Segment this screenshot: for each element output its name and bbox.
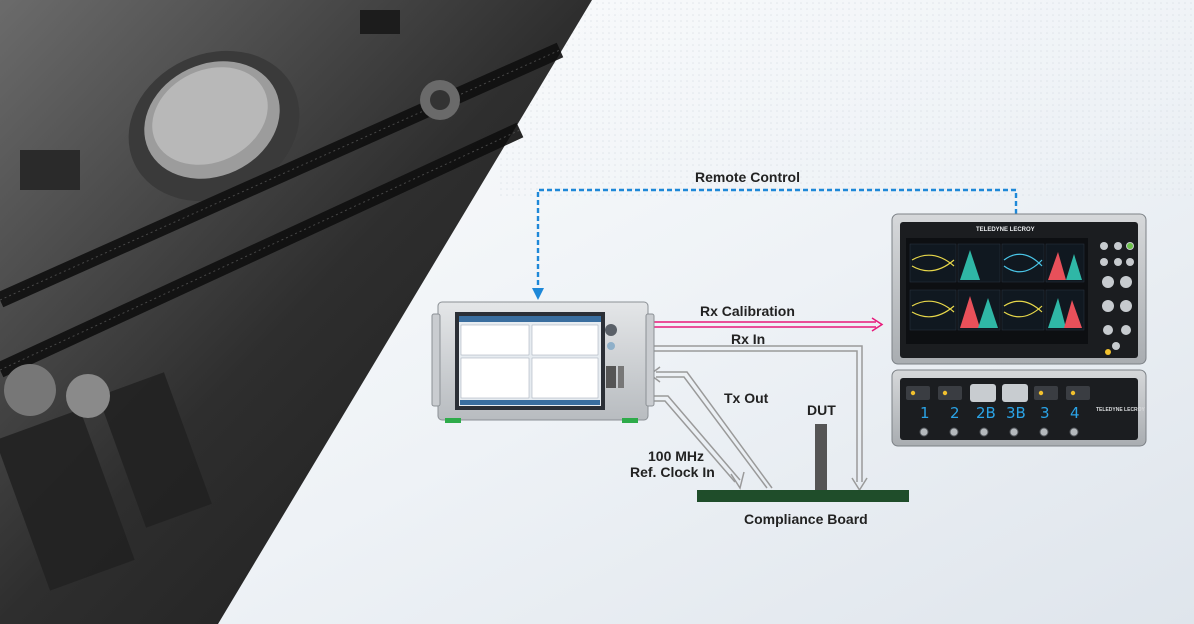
remote-control-label: Remote Control [695, 169, 800, 185]
channel-label: 2 [950, 404, 960, 422]
channel-label: 3B [1006, 404, 1026, 422]
rx-calibration-line [648, 317, 884, 332]
compliance-board [697, 490, 909, 502]
channel-label: 2B [976, 404, 996, 422]
pcb-photo-background [0, 0, 592, 624]
test-instrument [431, 301, 655, 423]
scope-brand-logo: TELEDYNE LECROY [976, 227, 1035, 233]
ref-clock-label-line1: 100 MHz [648, 448, 705, 464]
ref-clock-label-line2: Ref. Clock In [630, 464, 715, 480]
dut-block [815, 424, 827, 490]
rx-in-label: Rx In [731, 331, 766, 347]
dut-label: DUT [807, 402, 836, 418]
oscilloscope [891, 213, 1147, 365]
channel-label: 3 [1040, 404, 1050, 422]
channel-labels: 1 2 2B 3B 3 4 [912, 404, 1092, 424]
rx-calibration-label: Rx Calibration [700, 303, 795, 319]
oscilloscope-module [891, 369, 1147, 447]
tx-out-label: Tx Out [724, 390, 769, 406]
compliance-board-label: Compliance Board [744, 511, 868, 527]
module-brand-logo: TELEDYNE LECROY [1096, 407, 1145, 413]
channel-label: 1 [920, 404, 930, 422]
channel-label: 4 [1070, 404, 1080, 422]
remote-control-line [532, 188, 1018, 300]
